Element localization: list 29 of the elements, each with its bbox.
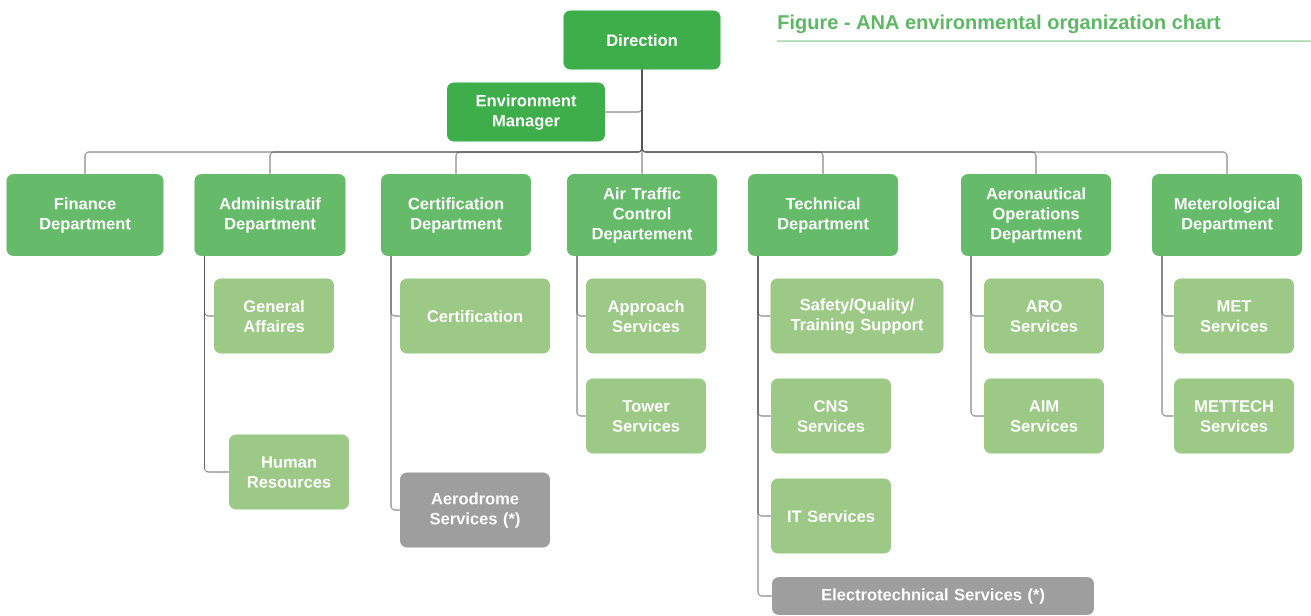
service-box: METTECH Services [1174,378,1294,454]
department-box: Administratif Department [194,174,346,256]
service-box: Certification [400,278,550,354]
service-box: MET Services [1174,278,1294,354]
connector-line [390,255,401,511]
department-box: Certification Department [381,174,531,256]
connector-line [1161,255,1175,417]
department-box: Finance Department [6,174,164,256]
management-box: Direction [563,10,721,70]
service-box: CNS Services [771,378,891,454]
connector-line [204,255,230,473]
service-box: AIM Services [984,378,1104,454]
department-box: Air Traffic Control Departement [567,174,717,256]
department-box: Technical Department [748,174,898,256]
service-box: Tower Services [586,378,706,454]
management-box: Environment Manager [447,82,605,142]
department-box: Meterological Department [1152,174,1302,256]
service-box: General Affaires [214,278,334,354]
service-box: Approach Services [586,278,706,354]
figure-title: Figure - ANA environmental organization chart [778,14,1221,34]
service-box: IT Services [771,478,891,554]
connector-line [641,69,1228,175]
service-box: Electrotechnical Services (*) [772,577,1094,615]
service-box: Safety/Quality/ Training Support [770,278,944,354]
department-box: Aeronautical Operations Department [961,174,1111,256]
connector-line [576,255,587,417]
service-box: Aerodrome Services (*) [400,472,550,548]
service-box: ARO Services [984,278,1104,354]
service-box: Human Resources [229,434,349,510]
